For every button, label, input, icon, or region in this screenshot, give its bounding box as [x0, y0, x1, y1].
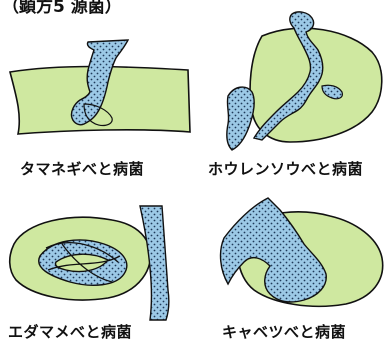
- caption-onion: タマネギべと病菌: [20, 158, 144, 179]
- panel-edamame-downy-mildew: [10, 206, 169, 320]
- panel-cabbage-downy-mildew: [221, 198, 383, 306]
- caption-spinach: ホウレンソウべと病菌: [208, 158, 363, 179]
- host-tissue: [10, 217, 151, 300]
- caption-edamame: エダマメべと病菌: [8, 321, 132, 342]
- panel-onion-downy-mildew: [10, 40, 190, 134]
- fungus-hyphae: [227, 87, 254, 150]
- caption-cabbage: キャベツべと病菌: [222, 321, 346, 342]
- panel-spinach-downy-mildew: [227, 12, 382, 150]
